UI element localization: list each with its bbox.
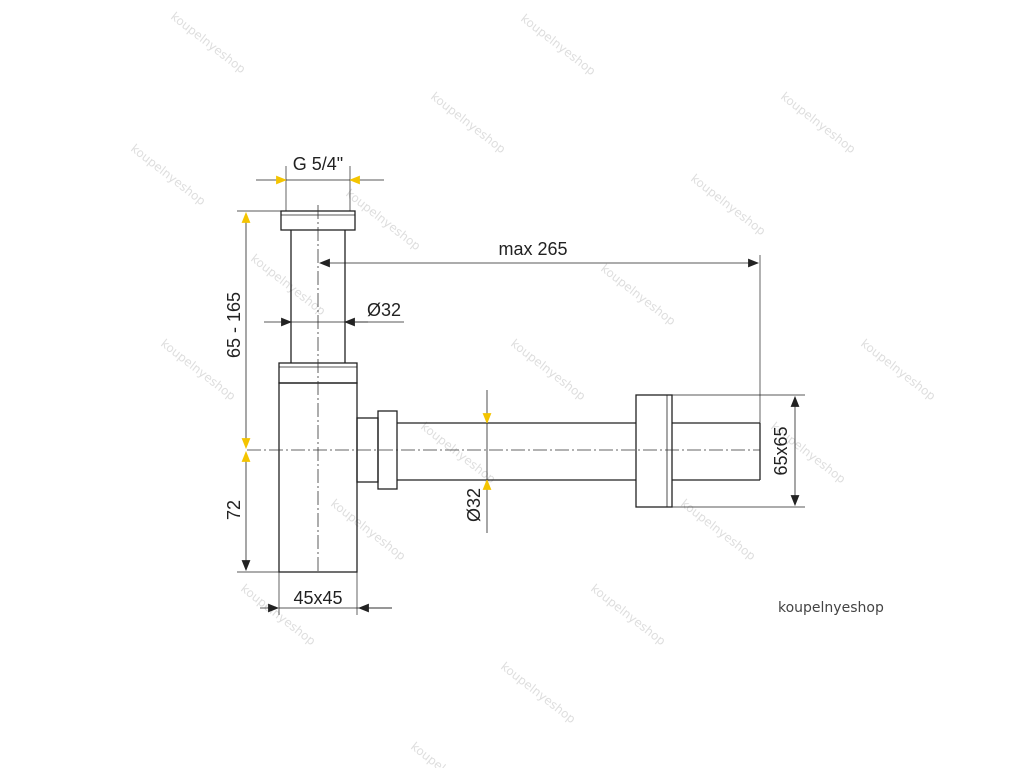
watermark-text: koupelnyeshop (688, 171, 768, 238)
dim-height-range-label: 65 - 165 (224, 292, 244, 358)
dim-thread: G 5/4" (256, 154, 384, 185)
watermark-layer: koupelnyeshop koupelnyeshop koupelnyesho… (128, 9, 938, 768)
watermark-text: koupelnyeshop (498, 659, 578, 726)
dim-lower-height-label: 72 (224, 500, 244, 520)
watermark-text: koupelnyeshop (598, 261, 678, 328)
watermark-text: koupelnyeshop (518, 11, 598, 78)
watermark-text: koupelnyeshop (678, 496, 758, 563)
watermark-text: koupelnyeshop (508, 336, 588, 403)
dim-max-length-label: max 265 (498, 239, 567, 259)
watermark-text: koupelnyeshop (418, 419, 498, 486)
dim-rosette-size: 65x65 (771, 395, 800, 507)
extension-lines (237, 166, 805, 615)
watermark-text: koupelnyeshop (128, 141, 208, 208)
dim-outlet-diameter: Ø32 (464, 390, 492, 533)
watermark-text: koupelnyeshop (778, 89, 858, 156)
dim-body-size: 45x45 (260, 588, 392, 613)
watermark-text: koupelnyeshop (328, 496, 408, 563)
brand-credit: koupelnyeshop (778, 600, 884, 616)
dim-thread-label: G 5/4" (293, 154, 343, 174)
watermark-text: koupelnyeshop (858, 336, 938, 403)
watermark-text: koupelnyeshop (428, 89, 508, 156)
wall-rosette (635, 394, 673, 508)
dim-height-range: 65 - 165 (224, 211, 251, 450)
dim-tube-diameter: Ø32 (264, 300, 404, 327)
dim-rosette-size-label: 65x65 (771, 426, 791, 475)
dim-lower-height: 72 (224, 450, 251, 572)
dim-tube-diameter-label: Ø32 (367, 300, 401, 320)
watermark-text: koupelnyeshop (248, 251, 328, 318)
center-lines (247, 205, 760, 572)
dim-body-size-label: 45x45 (293, 588, 342, 608)
watermark-text: koupelnyeshop (588, 581, 668, 648)
dim-max-length: max 265 (318, 239, 760, 268)
watermark-text: koupelnyeshop (408, 739, 488, 768)
watermark-text: koupelnyeshop (168, 9, 248, 76)
dim-outlet-diameter-label: Ø32 (464, 488, 484, 522)
